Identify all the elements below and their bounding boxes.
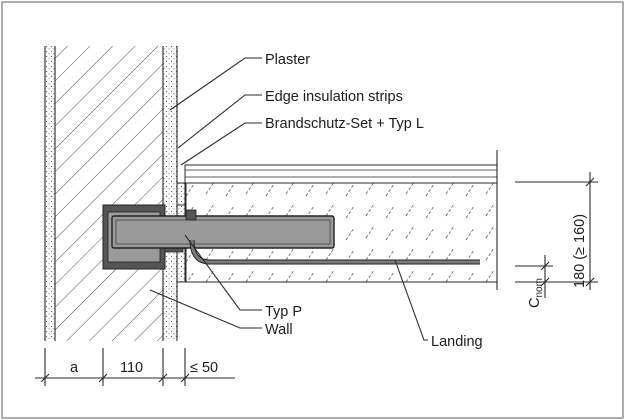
leader-lines xyxy=(149,57,428,341)
label-edge-insulation: Edge insulation strips xyxy=(265,89,403,105)
dim-cover: Cnom xyxy=(527,278,545,308)
dim-wall-thickness: 110 xyxy=(120,360,143,376)
wall-body xyxy=(55,46,164,341)
label-brandschutz: Brandschutz-Set + Typ L xyxy=(265,116,424,132)
label-plaster: Plaster xyxy=(265,52,310,68)
dim-a: a xyxy=(70,360,79,376)
right-dimension-lines xyxy=(515,172,598,298)
label-landing: Landing xyxy=(431,334,483,350)
bottom-dimension-line xyxy=(35,348,235,386)
typ-l-sleeve xyxy=(111,209,335,249)
label-typ-p: Typ P xyxy=(265,304,302,320)
dim-cover-sub: nom xyxy=(534,278,545,297)
wall-left-part xyxy=(44,46,56,341)
dim-gap: ≤ 50 xyxy=(190,360,218,376)
label-wall: Wall xyxy=(265,322,293,338)
dim-slab-thickness: 180 (≥ 160) xyxy=(572,214,588,288)
dim-cover-main: C xyxy=(527,298,543,308)
